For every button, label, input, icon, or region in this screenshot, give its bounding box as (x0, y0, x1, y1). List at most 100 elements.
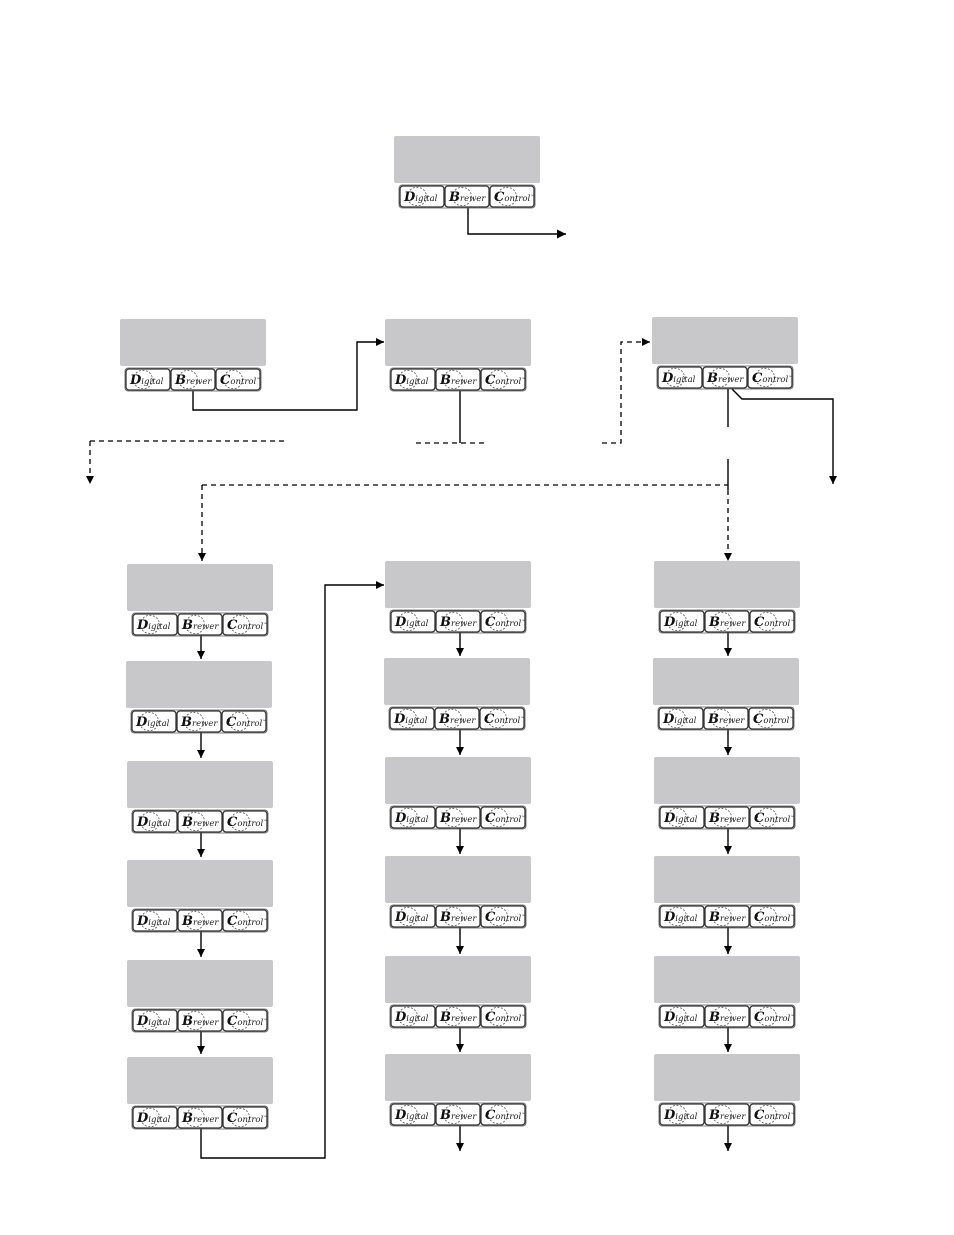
control-button[interactable]: Control™ (749, 806, 795, 829)
digital-button[interactable]: Digital (390, 610, 436, 633)
control-button-text: ontrol (504, 194, 530, 204)
brewer-button-text: rewer (451, 815, 477, 825)
digital-button[interactable]: Digital (657, 366, 703, 389)
digital-button[interactable]: Digital (132, 810, 178, 833)
digital-button[interactable]: Digital (659, 1103, 705, 1126)
control-button[interactable]: Control™ (480, 806, 526, 829)
brewer-button[interactable]: Brewer (704, 806, 750, 829)
digital-button[interactable]: Digital (659, 806, 705, 829)
control-button[interactable]: Control™ (747, 366, 793, 389)
digital-button[interactable]: Digital (132, 909, 178, 932)
brewer-button[interactable]: Brewer (704, 1005, 750, 1028)
digital-button-initial: D (129, 373, 142, 388)
digital-button[interactable]: Digital (132, 1106, 178, 1129)
brewer-button[interactable]: Brewer (435, 905, 481, 928)
digital-button[interactable]: Digital (659, 905, 705, 928)
dashed-circle-icon (488, 369, 508, 390)
control-button[interactable]: Control™ (749, 1103, 795, 1126)
dashed-circle-icon (230, 1107, 250, 1128)
dashed-circle-icon (488, 906, 508, 927)
digital-button-initial: D (663, 615, 676, 630)
control-button-initial: C (754, 615, 765, 630)
control-button[interactable]: Control™ (222, 810, 268, 833)
control-button-trademark: ™ (521, 815, 526, 821)
dashed-circle-icon (398, 906, 418, 927)
brewer-button-initial: B (438, 712, 450, 727)
digital-button-initial: D (136, 1111, 149, 1126)
control-button[interactable]: Control™ (479, 707, 525, 730)
brewer-button[interactable]: Brewer (435, 806, 481, 829)
brewer-button[interactable]: Brewer (435, 1005, 481, 1028)
brewer-button[interactable]: Brewer (177, 810, 223, 833)
control-button[interactable]: Control™ (489, 185, 535, 208)
lcd-screen (120, 319, 266, 366)
brewer-button[interactable]: Brewer (435, 610, 481, 633)
control-button[interactable]: Control™ (480, 1005, 526, 1028)
brewer-button[interactable]: Brewer (177, 1106, 223, 1129)
control-button[interactable]: Control™ (480, 1103, 526, 1126)
brewer-button[interactable]: Brewer (704, 905, 750, 928)
lcd-screen (653, 658, 799, 705)
digital-button[interactable]: Digital (132, 1009, 178, 1032)
brewer-button-initial: B (708, 811, 720, 826)
control-button[interactable]: Control™ (748, 707, 794, 730)
control-button[interactable]: Control™ (222, 909, 268, 932)
brewer-button-initial: B (439, 811, 451, 826)
control-button[interactable]: Control™ (749, 1005, 795, 1028)
brewer-button[interactable]: Brewer (177, 909, 223, 932)
control-button[interactable]: Control™ (222, 613, 268, 636)
dashed-circle-icon (442, 708, 462, 729)
control-button-trademark: ™ (530, 194, 535, 200)
control-button-label: Control™ (753, 712, 794, 727)
digital-button[interactable]: Digital (132, 613, 178, 636)
brewer-button[interactable]: Brewer (170, 368, 216, 391)
control-button[interactable]: Control™ (480, 368, 526, 391)
brewer-button[interactable]: Brewer (435, 368, 481, 391)
control-button-label: Control™ (754, 910, 795, 925)
control-button[interactable]: Control™ (215, 368, 261, 391)
brewer-button[interactable]: Brewer (435, 1103, 481, 1126)
brewer-button[interactable]: Brewer (434, 707, 480, 730)
digital-button[interactable]: Digital (659, 610, 705, 633)
brewer-button[interactable]: Brewer (704, 610, 750, 633)
digital-button[interactable]: Digital (399, 185, 445, 208)
brewer-button-text: rewer (460, 194, 486, 204)
control-button-label: Control™ (754, 1108, 795, 1123)
control-button-trademark: ™ (790, 914, 795, 920)
control-button[interactable]: Control™ (480, 905, 526, 928)
digital-button[interactable]: Digital (659, 1005, 705, 1028)
digital-button-label: Digital (662, 712, 697, 727)
digital-button-label: Digital (394, 811, 429, 826)
dashed-circle-icon (443, 906, 463, 927)
brewer-button-label: Brewer (708, 811, 746, 826)
digital-button-initial: D (136, 1014, 149, 1029)
brewer-button[interactable]: Brewer (176, 710, 222, 733)
brewer-button[interactable]: Brewer (444, 185, 490, 208)
control-button[interactable]: Control™ (749, 610, 795, 633)
lcd-screen (127, 1057, 273, 1104)
digital-button[interactable]: Digital (390, 905, 436, 928)
control-button[interactable]: Control™ (222, 1106, 268, 1129)
lcd-screen (127, 860, 273, 907)
control-button[interactable]: Control™ (749, 905, 795, 928)
brewer-button[interactable]: Brewer (704, 1103, 750, 1126)
digital-button[interactable]: Digital (131, 710, 177, 733)
brewer-button[interactable]: Brewer (177, 1009, 223, 1032)
digital-button[interactable]: Digital (389, 707, 435, 730)
digital-button[interactable]: Digital (390, 368, 436, 391)
digital-button-initial: D (394, 373, 407, 388)
digital-button[interactable]: Digital (658, 707, 704, 730)
control-button[interactable]: Control™ (480, 610, 526, 633)
brewer-button[interactable]: Brewer (177, 613, 223, 636)
digital-button[interactable]: Digital (390, 1005, 436, 1028)
digital-button[interactable]: Digital (390, 1103, 436, 1126)
digital-button[interactable]: Digital (125, 368, 171, 391)
digital-button[interactable]: Digital (390, 806, 436, 829)
brewer-button[interactable]: Brewer (703, 707, 749, 730)
control-button[interactable]: Control™ (222, 1009, 268, 1032)
brewer-button[interactable]: Brewer (702, 366, 748, 389)
control-button[interactable]: Control™ (221, 710, 267, 733)
